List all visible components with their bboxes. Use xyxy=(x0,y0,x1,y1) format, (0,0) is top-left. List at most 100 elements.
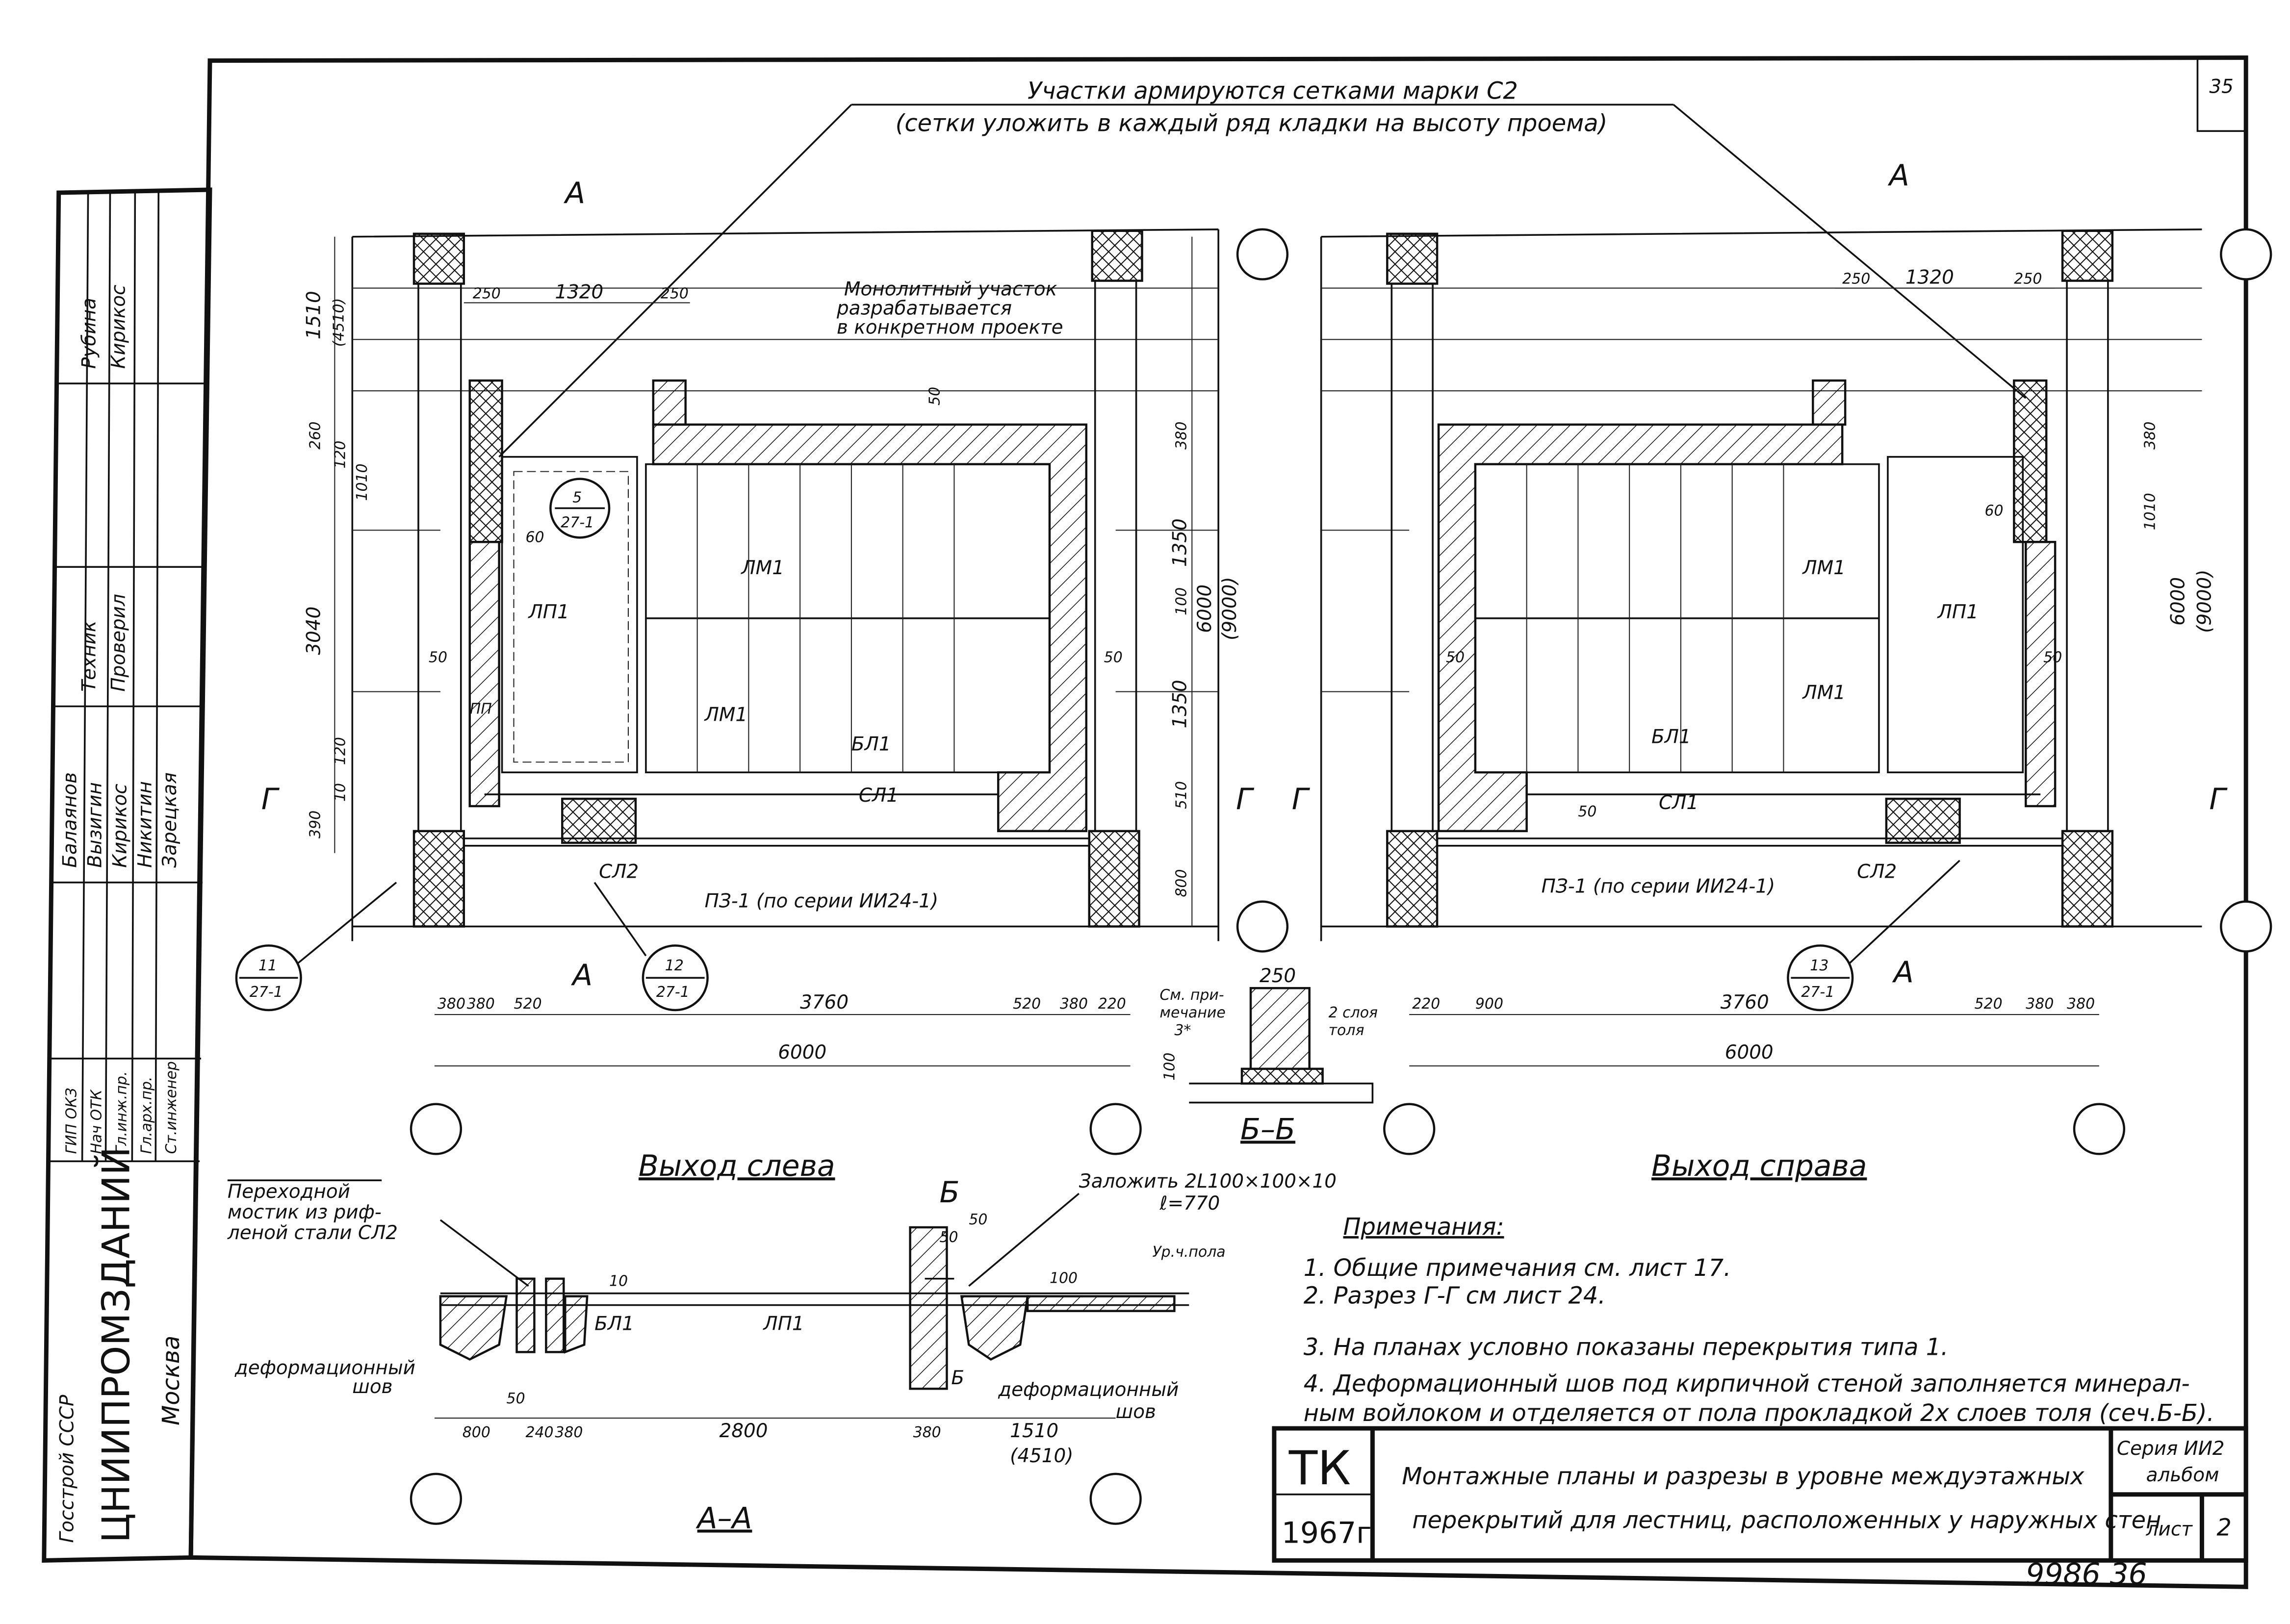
drawing-label: Гл.арх.пр. xyxy=(138,1077,155,1154)
drawing-label: 6000 xyxy=(2167,577,2189,626)
notes: Примечания: 1. Общие примечания см. лист… xyxy=(1304,1214,2214,1427)
right-plan: ЛП1 ЛМ1 ЛМ1 БЛ1 СЛ1 СЛ2 ПЗ-1 (по серии И… xyxy=(1292,158,2272,1183)
dims-left: 50 50 xyxy=(1446,649,1596,820)
drawing-label: ГИП ОКЗ xyxy=(63,1088,80,1154)
drawing-label: 2 слоя xyxy=(1329,1004,1378,1021)
section-marks-left: А А Г Г xyxy=(261,176,1255,992)
monolith-note: Монолитный участок разрабатывается в кон… xyxy=(836,278,1063,338)
label-pp: ПП xyxy=(470,700,492,717)
drawing-label: 100 xyxy=(1173,587,1190,615)
drawing-label: 1510 xyxy=(303,291,325,339)
drawing-label: А xyxy=(570,958,592,992)
drawing-label: Г xyxy=(1292,782,1311,816)
drawing-label: Ур.ч.пола xyxy=(1152,1243,1225,1261)
drawing-label: Переходной xyxy=(228,1181,350,1203)
label-lm1-upper: ЛМ1 xyxy=(740,557,784,579)
drawing-label: 380 xyxy=(1060,995,1088,1013)
drawing-label: Г xyxy=(2209,782,2228,816)
label-bl1: БЛ1 xyxy=(1651,726,1691,748)
drawing-label: в конкретном проекте xyxy=(837,316,1063,338)
org-name: Госстрой СССР xyxy=(56,1395,78,1543)
drawing-label: Рубина xyxy=(78,298,101,369)
drawing-label: 100 xyxy=(1050,1270,1078,1287)
grid-axis-markers xyxy=(410,228,1289,1155)
dims-top: 250 1320 250 xyxy=(1835,267,2056,289)
drawing-label: А xyxy=(1892,955,1914,990)
callout-13: 13 27-1 xyxy=(1787,860,1960,1012)
drawing-label: Кирикос xyxy=(107,285,129,369)
drawing-label: Ст.инженер xyxy=(163,1061,180,1154)
left-plan: ЛП1 ЛМ1 ЛМ1 БЛ1 СЛ1 СЛ2 ПП ПЗ-1 (по сери… xyxy=(235,176,1289,1183)
column-bottom-left xyxy=(412,830,465,928)
drawing-label: 13 xyxy=(1810,957,1828,974)
dims-bottom: 380 380 520 3760 520 380 220 6000 xyxy=(434,991,1131,1066)
drawing-label: 1510 xyxy=(1010,1420,1058,1442)
album-label: альбом xyxy=(2146,1464,2219,1486)
drawing-label: 3* xyxy=(1174,1022,1191,1039)
label-pz1: ПЗ-1 (по серии ИИ24-1) xyxy=(705,890,939,913)
label-lm1-lower: ЛМ1 xyxy=(1801,682,1846,704)
drawing-label: 120 xyxy=(332,441,349,469)
drawing-label: А–А xyxy=(695,1501,752,1536)
column-top-left xyxy=(412,232,465,285)
drawing-label: 240 xyxy=(525,1424,553,1441)
top-note: Участки армируются сетками марки С2 (сет… xyxy=(498,77,2027,457)
city-name: Москва xyxy=(158,1336,185,1425)
drawing-label: (4510) xyxy=(1010,1445,1073,1467)
section-bb: 250 См. при- мечание 3* 2 слоя толя 100 … xyxy=(1159,965,1378,1146)
institute-name: ЦНИИПРОМЗДАНИЙ xyxy=(93,1147,138,1543)
drawing-label: 510 xyxy=(1173,781,1190,809)
label-lm1-lower: ЛМ1 xyxy=(704,704,748,726)
drawing-label: 800 xyxy=(463,1424,490,1441)
drawing-label: 120 xyxy=(332,737,349,765)
label-sl2: СЛ2 xyxy=(599,861,639,883)
drawing-label: 50 xyxy=(507,1390,525,1407)
drawing-label: 10 xyxy=(609,1273,628,1290)
title-line2: перекрытий для лестниц, расположенных у … xyxy=(1412,1507,2161,1534)
landing-lp1 xyxy=(501,456,638,773)
drawing-label: мостик из риф- xyxy=(228,1201,382,1223)
drawing-label: 27-1 xyxy=(250,984,283,1001)
label-sl1: СЛ1 xyxy=(1659,792,1698,814)
drawing-label: Заложить 2L100×100×10 xyxy=(1079,1170,1337,1193)
label-sl2: СЛ2 xyxy=(1857,861,1897,883)
drawing-label: 1320 xyxy=(555,281,603,303)
drawing-label: ℓ=770 xyxy=(1159,1193,1220,1215)
dims-right: 380 1010 60 50 6000 (9000) xyxy=(1984,422,2215,666)
drawing-label: 100 xyxy=(1161,1053,1178,1081)
drawing-label: 520 xyxy=(1975,995,2003,1013)
drawing-label: 380 xyxy=(2142,422,2159,450)
drawing-label: 220 xyxy=(1412,995,1440,1013)
drawing-label: 50 xyxy=(939,1229,958,1246)
drawing-label: 1350 xyxy=(1169,680,1191,728)
drawing-label: 2. Разрез Г-Г см лист 24. xyxy=(1304,1283,1606,1310)
label-pz1: ПЗ-1 (по серии ИИ24-1) xyxy=(1542,876,1775,898)
drawing-label: А xyxy=(563,176,585,210)
drawing-label: Зарецкая xyxy=(159,772,181,868)
drawing-label: Проверил xyxy=(107,594,129,691)
drawing-label: деформационный xyxy=(998,1379,1179,1401)
drawing-label: 3040 xyxy=(303,607,325,655)
column-top-right xyxy=(1091,229,1143,282)
drawing-label: 5 xyxy=(572,489,582,506)
drawing-label: 11 xyxy=(258,957,277,974)
drawing-label: 250 xyxy=(661,285,689,302)
drawing-label: 12 xyxy=(665,957,684,974)
drawing-label: 2800 xyxy=(720,1420,768,1442)
drawing-label: (4510) xyxy=(330,298,347,347)
drawing-label: 250 xyxy=(1842,271,1870,288)
right-plan-title: Выход справа xyxy=(1651,1149,1867,1183)
callout-12: 12 27-1 xyxy=(593,882,709,1012)
drawing-label: 250 xyxy=(2014,271,2042,288)
label-bl1: БЛ1 xyxy=(851,733,891,755)
dims-bottom: 220 900 3760 520 380 380 6000 xyxy=(1409,991,2099,1066)
label-lp1: ЛП1 xyxy=(527,601,569,623)
drawing-label: 50 xyxy=(926,387,943,406)
drawing-label: 10 xyxy=(332,783,349,802)
title-block: ТК 1967г Монтажные планы и разрезы в уро… xyxy=(1272,1426,2248,1563)
drawing-label: 6000 xyxy=(1725,1041,1774,1064)
drawing-label: 27-1 xyxy=(561,514,594,531)
drawing-label: 380 xyxy=(2067,995,2095,1013)
drawing-label: Нач ОТК xyxy=(88,1089,105,1154)
sheet-corner-number: 35 xyxy=(2209,76,2233,98)
